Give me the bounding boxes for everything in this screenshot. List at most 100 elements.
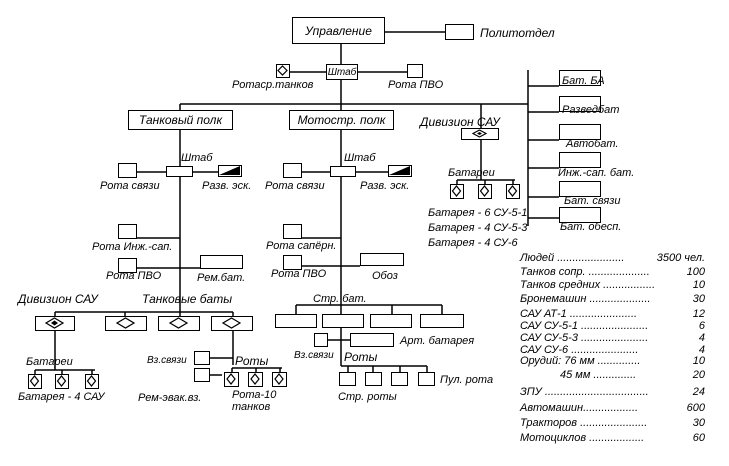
moto-rota-svyazi-box: [283, 163, 302, 178]
moto-vz-svyazi-label: Вз.связи: [294, 350, 334, 361]
unit-label: Инж.-сап. бат.: [558, 167, 635, 179]
tank-rota-svyazi-label: Рота связи: [100, 180, 160, 192]
unit-label: Бат. БА: [562, 75, 605, 87]
tank-div-sau-label: Дивизион САУ: [18, 292, 98, 306]
moto-roty-label: Роты: [344, 350, 378, 364]
tank-battery-box: [28, 374, 42, 389]
sau-battery-box: [450, 184, 464, 199]
tank-bat-box: [211, 316, 253, 331]
diamond-icon: [471, 129, 488, 138]
unit-label: Автобат.: [566, 138, 619, 150]
tank-battery-box: [55, 374, 69, 389]
tank-inzh-label: Рота Инж.-сап.: [92, 241, 173, 253]
stats-value: 6: [698, 320, 705, 332]
tank-rota-box: [248, 372, 263, 387]
moto-str-bat-label: Стр. бат.: [313, 293, 367, 305]
stats-value: 600: [686, 402, 705, 414]
moto-rota-box: [418, 372, 435, 386]
moto-str-roty-label: Стр. роты: [338, 391, 397, 403]
unit-box: [559, 70, 601, 86]
sau-batteries-label: Батареи: [448, 167, 495, 179]
sau-div-label: Дивизион САУ: [420, 115, 500, 129]
stats-row: Тракторов ......................30: [520, 417, 705, 429]
unit-label: Разведбат: [562, 104, 620, 116]
moto-vz-svyazi-box: [314, 333, 328, 347]
hq-label: Управление: [305, 23, 372, 38]
tank-batarei-label: Батареи: [26, 356, 73, 368]
stats-row: Орудий: 76 мм ..............10: [520, 355, 705, 367]
moto-rota-box: [365, 372, 382, 386]
stats-value: 12: [692, 308, 705, 320]
sau-battery-2-label: Батарея - 4 СУ-5-3: [428, 222, 528, 234]
sau-battery-box: [478, 184, 492, 199]
stats-value: 100: [686, 266, 705, 278]
stats-label: Мотоциклов: [520, 432, 587, 444]
stats-row: САУ АТ-1 ......................12: [520, 308, 705, 320]
tank-bat-box: [158, 316, 200, 331]
politotdel-box: [445, 24, 474, 40]
stats-label: САУ СУ-5-1: [520, 320, 578, 332]
unit-box: [559, 152, 601, 168]
stats-row: 45 мм ..............20: [560, 369, 705, 381]
stats-label: Тракторов: [520, 417, 578, 429]
stats-value: 60: [692, 432, 705, 444]
stats-label: Автомашин: [520, 402, 584, 414]
tank-div-sau-box: [35, 316, 75, 331]
diamond-icon: [277, 65, 288, 76]
diamond-icon: [221, 317, 242, 329]
diamond-icon: [44, 317, 65, 329]
unit-box: [559, 207, 601, 223]
rota-pvo-box: [407, 64, 423, 78]
tank-rota-box: [224, 372, 239, 387]
sau-battery-box: [506, 184, 520, 199]
rota-sr-tankov-box: [276, 64, 290, 78]
moto-rota-box: [391, 372, 408, 386]
stats-label: 45 мм: [560, 369, 591, 381]
diamond-icon: [226, 373, 236, 385]
rota-pvo-label: Рота ПВО: [388, 79, 444, 91]
moto-oboz-box: [360, 253, 404, 266]
diamond-icon: [274, 373, 284, 385]
moto-art-bat-label: Арт. батарея: [400, 335, 475, 347]
tank-regiment-label: Танковый полк: [138, 113, 223, 127]
stats-row: САУ СУ-5-1 ......................6: [520, 320, 705, 332]
moto-shtab-box: [330, 166, 356, 177]
diamond-icon: [29, 375, 40, 387]
tank-regiment-box: Танковый полк: [128, 110, 233, 130]
tank-vz-svyazi-label: Вз.связи: [147, 355, 187, 366]
diamond-icon: [115, 317, 136, 329]
diamond-icon: [451, 185, 462, 197]
unit-label: Бат. связи: [564, 195, 621, 207]
shtab-label: Штаб: [327, 66, 357, 78]
stats-label: Танков средних: [520, 279, 601, 291]
stats-label: САУ СУ-6: [520, 344, 569, 356]
stats-value: 24: [692, 386, 705, 398]
unit-box: [559, 181, 601, 197]
moto-razv-label: Разв. эск.: [360, 180, 410, 192]
diamond-icon: [86, 375, 97, 387]
moto-rota-box: [339, 372, 356, 386]
stats-row: Бронемашин ....................30: [520, 293, 705, 305]
stats-row: Танков средних .................10: [520, 279, 705, 291]
unit-box: [559, 96, 601, 112]
moto-pul-rota-label: Пул. рота: [440, 374, 494, 386]
hq-box: Управление: [292, 17, 385, 44]
tank-battery-box: [85, 374, 99, 389]
tank-inzh-box: [118, 224, 137, 239]
tank-rem-evak-label: Рем-эвак.вз.: [138, 392, 202, 404]
tank-rem-bat-label: Рем.бат.: [197, 272, 246, 284]
tank-rem-evak-box: [194, 368, 210, 382]
tank-batarei-note: Батарея - 4 САУ: [18, 391, 105, 403]
stats-label: САУ СУ-5-3: [520, 332, 578, 344]
diamond-icon: [56, 375, 67, 387]
stats-value: 30: [692, 417, 705, 429]
moto-bat-box: [275, 314, 317, 328]
tank-bat-label: Танковые баты: [142, 292, 233, 306]
stats-row: Мотоциклов ..................60: [520, 432, 705, 444]
diamond-icon: [168, 317, 189, 329]
stats-row: Танков сопр. ....................100: [520, 266, 705, 278]
stats-value: 10: [692, 355, 705, 367]
recon-icon: [389, 166, 410, 175]
moto-rota-svyazi-label: Рота связи: [265, 180, 325, 192]
